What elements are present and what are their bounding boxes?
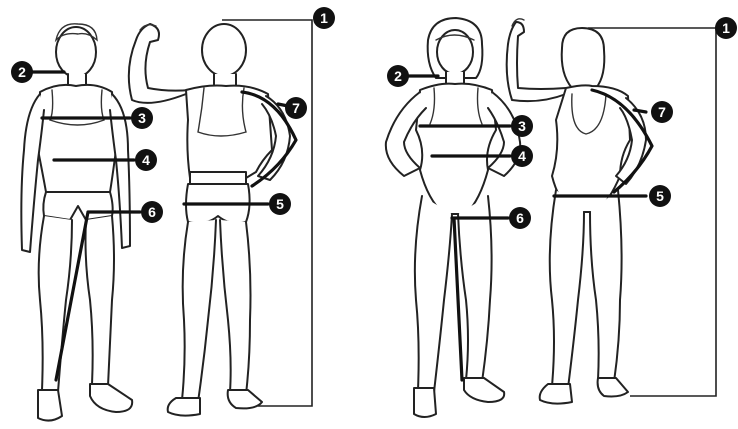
marker-4-male: 4 bbox=[135, 149, 157, 171]
svg-text:2: 2 bbox=[394, 68, 402, 84]
marker-1-female: 1 bbox=[715, 17, 737, 39]
svg-text:3: 3 bbox=[518, 118, 526, 134]
svg-text:6: 6 bbox=[148, 204, 156, 220]
svg-text:7: 7 bbox=[292, 100, 300, 116]
marker-4-female: 4 bbox=[511, 145, 533, 167]
marker-5-female: 5 bbox=[649, 185, 671, 207]
svg-text:3: 3 bbox=[138, 110, 146, 126]
marker-2-female: 2 bbox=[387, 65, 409, 87]
svg-text:2: 2 bbox=[18, 64, 26, 80]
svg-text:7: 7 bbox=[658, 104, 666, 120]
svg-text:5: 5 bbox=[656, 188, 664, 204]
marker-7-female: 7 bbox=[651, 101, 673, 123]
marker-3-female: 3 bbox=[511, 115, 533, 137]
svg-text:4: 4 bbox=[518, 148, 526, 164]
svg-text:1: 1 bbox=[722, 20, 730, 36]
svg-text:6: 6 bbox=[516, 210, 524, 226]
svg-text:5: 5 bbox=[276, 196, 284, 212]
marker-1-male: 1 bbox=[313, 7, 335, 29]
marker-5-male: 5 bbox=[269, 193, 291, 215]
marker-3-male: 3 bbox=[131, 107, 153, 129]
marker-2-male: 2 bbox=[11, 61, 33, 83]
male-front-figure bbox=[21, 24, 132, 421]
svg-text:1: 1 bbox=[320, 10, 328, 26]
marker-6-male: 6 bbox=[141, 201, 163, 223]
marker-6-female: 6 bbox=[509, 207, 531, 229]
marker-7-male: 7 bbox=[285, 97, 307, 119]
svg-text:4: 4 bbox=[142, 152, 150, 168]
